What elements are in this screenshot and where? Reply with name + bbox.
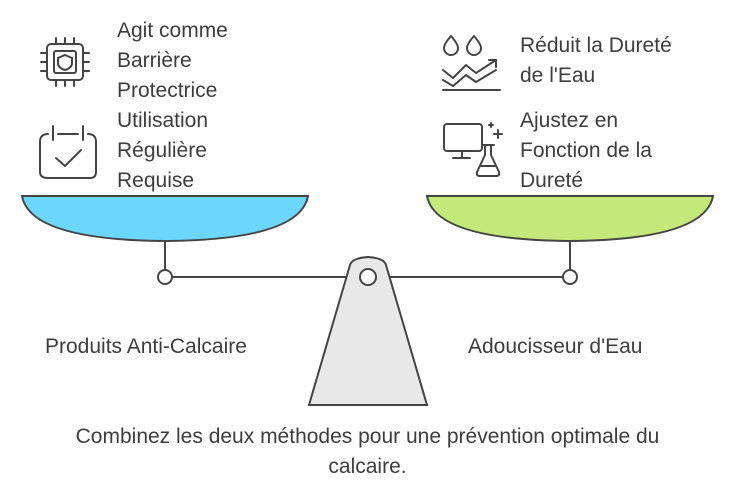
left-pan <box>20 195 310 243</box>
left-side-label: Produits Anti-Calcaire <box>45 335 247 358</box>
chip-shield-icon <box>40 37 90 87</box>
center-pivot <box>359 268 377 286</box>
right-item-2-text: Ajustez en Fonction de la Dureté <box>520 109 652 192</box>
right-pivot <box>562 269 578 285</box>
left-pivot <box>157 269 173 285</box>
left-item-1-text: Agit comme Barrière Protectrice <box>117 19 228 102</box>
left-item-2-text: Utilisation Régulière Requise <box>117 109 209 192</box>
right-side-label: Adoucisseur d'Eau <box>468 335 643 358</box>
drops-trend-icon <box>442 35 501 91</box>
monitor-flask-icon <box>443 122 503 177</box>
calendar-check-icon <box>39 125 97 179</box>
caption: Combinez les deux méthodes pour une prév… <box>75 425 660 478</box>
right-pan <box>425 195 715 243</box>
scale-stand <box>307 255 429 406</box>
right-item-1-text: Réduit la Dureté de l'Eau <box>520 34 672 87</box>
